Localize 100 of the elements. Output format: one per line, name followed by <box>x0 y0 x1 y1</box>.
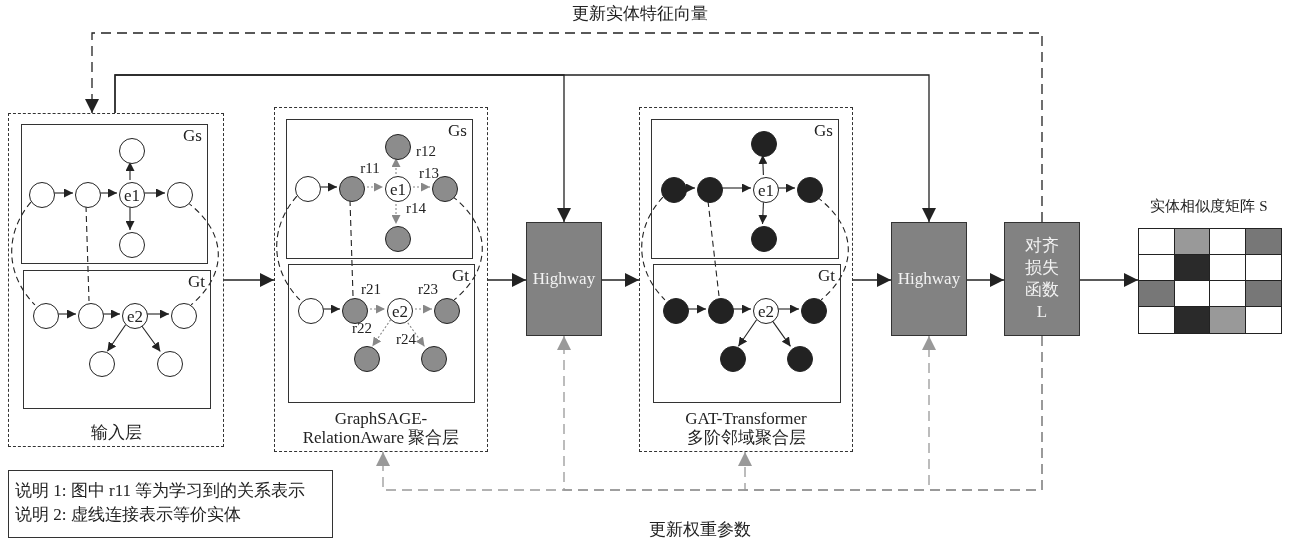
graph-node-circle <box>339 176 365 202</box>
loss-function-block: 对齐损失函数 L <box>1004 222 1080 336</box>
edge-label: r23 <box>418 282 438 296</box>
arrow <box>114 74 936 223</box>
note-text: 说明 1: 图中 r11 等为学习到的关系表示 <box>15 480 306 502</box>
dashed-arrow <box>85 32 1043 223</box>
graph-node-circle <box>797 177 823 203</box>
arrow <box>106 324 127 352</box>
arrow <box>776 183 796 193</box>
arrow <box>852 273 892 287</box>
edge-label: r14 <box>406 201 426 215</box>
layer-panel <box>639 107 853 452</box>
graph-label: Gt <box>188 273 205 291</box>
edge-label: r22 <box>352 321 372 335</box>
arrow <box>125 161 135 181</box>
edge-label: r21 <box>361 282 381 296</box>
graph-box <box>23 270 211 409</box>
graph-node-circle <box>354 346 380 372</box>
panel-label: GraphSAGE- RelationAware 聚合层 <box>301 409 461 447</box>
note-text: 说明 2: 虚线连接表示等价实体 <box>15 504 241 526</box>
arrow <box>776 304 800 314</box>
graph-node-circle <box>157 351 183 377</box>
arrow <box>125 205 135 231</box>
graph-node-circle <box>708 298 734 324</box>
graph-box <box>286 119 473 259</box>
dashed-link-line <box>276 195 301 301</box>
edge-label: 更新实体特征向量 <box>572 3 708 23</box>
graph-node-circle <box>29 182 55 208</box>
edge-label: r12 <box>416 144 436 158</box>
graph-node-circle <box>663 298 689 324</box>
graph-node-circle <box>385 226 411 252</box>
graph-node-circle <box>751 131 777 157</box>
graph-node-circle <box>720 346 746 372</box>
graph-box <box>651 119 839 259</box>
graph-box <box>653 264 841 403</box>
note-box <box>8 470 333 538</box>
dashed-link-line <box>11 201 36 306</box>
arrow <box>601 273 640 287</box>
graph-label: Gt <box>818 267 835 285</box>
dashed-link-line <box>85 205 90 302</box>
graph-node-circle <box>171 303 197 329</box>
edge-label: r13 <box>419 166 439 180</box>
graph-node-circle: e1 <box>119 182 145 208</box>
arrow <box>737 319 758 347</box>
edge-label: 更新权重参数 <box>649 519 751 539</box>
graph-node-circle <box>787 346 813 372</box>
graph-box <box>288 264 475 403</box>
graph-node-circle <box>295 176 321 202</box>
edge-label: r24 <box>396 332 416 346</box>
layer-panel <box>8 113 224 447</box>
graph-node-circle <box>801 298 827 324</box>
graph-label: Gt <box>452 267 469 285</box>
arrow <box>686 304 707 314</box>
graph-node-circle <box>434 298 460 324</box>
arrow <box>720 183 752 193</box>
arrow <box>142 188 166 198</box>
graph-node-circle <box>298 298 324 324</box>
panel-label: 输入层 <box>89 423 143 442</box>
arrow <box>223 273 275 287</box>
arrow <box>321 304 341 314</box>
graph-node-circle <box>751 226 777 252</box>
graph-node-circle: e1 <box>385 176 411 202</box>
graph-node-circle <box>697 177 723 203</box>
graph-node-circle <box>421 346 447 372</box>
arrow <box>966 273 1005 287</box>
graph-box <box>21 124 208 264</box>
arrow <box>731 304 752 314</box>
graph-node-circle <box>119 138 145 164</box>
graph-node-circle: e2 <box>753 298 779 324</box>
arrow <box>101 309 121 319</box>
matrix-title: 实体相似度矩阵 S <box>1149 197 1269 216</box>
dashed-link-line <box>641 196 666 301</box>
edge-label: r11 <box>360 161 380 175</box>
arrow <box>770 319 792 347</box>
highway-block: Highway <box>526 222 602 336</box>
dashed-arrow <box>371 319 392 347</box>
graph-node-circle <box>33 303 59 329</box>
graph-node-circle <box>78 303 104 329</box>
graph-node-circle <box>385 134 411 160</box>
graph-node-circle: e2 <box>122 303 148 329</box>
graph-node-circle <box>75 182 101 208</box>
arrow <box>145 309 170 319</box>
graph-node-circle <box>342 298 368 324</box>
arrow <box>56 309 77 319</box>
dashed-link-line <box>451 195 483 301</box>
layer-panel <box>274 107 488 452</box>
arrow <box>758 200 768 225</box>
arrow <box>52 188 74 198</box>
dashed-arrow <box>391 157 401 175</box>
graph-node-circle <box>661 177 687 203</box>
graph-label: Gs <box>448 122 467 140</box>
graph-label: Gs <box>183 127 202 145</box>
arrow <box>318 182 338 192</box>
graph-node-circle <box>119 232 145 258</box>
arrow <box>684 183 696 193</box>
highway-block: Highway <box>891 222 967 336</box>
graph-label: Gs <box>814 122 833 140</box>
graph-node-circle <box>167 182 193 208</box>
arrow <box>758 154 768 176</box>
panel-label: GAT-Transformer 多阶邻域聚合层 <box>684 409 808 447</box>
